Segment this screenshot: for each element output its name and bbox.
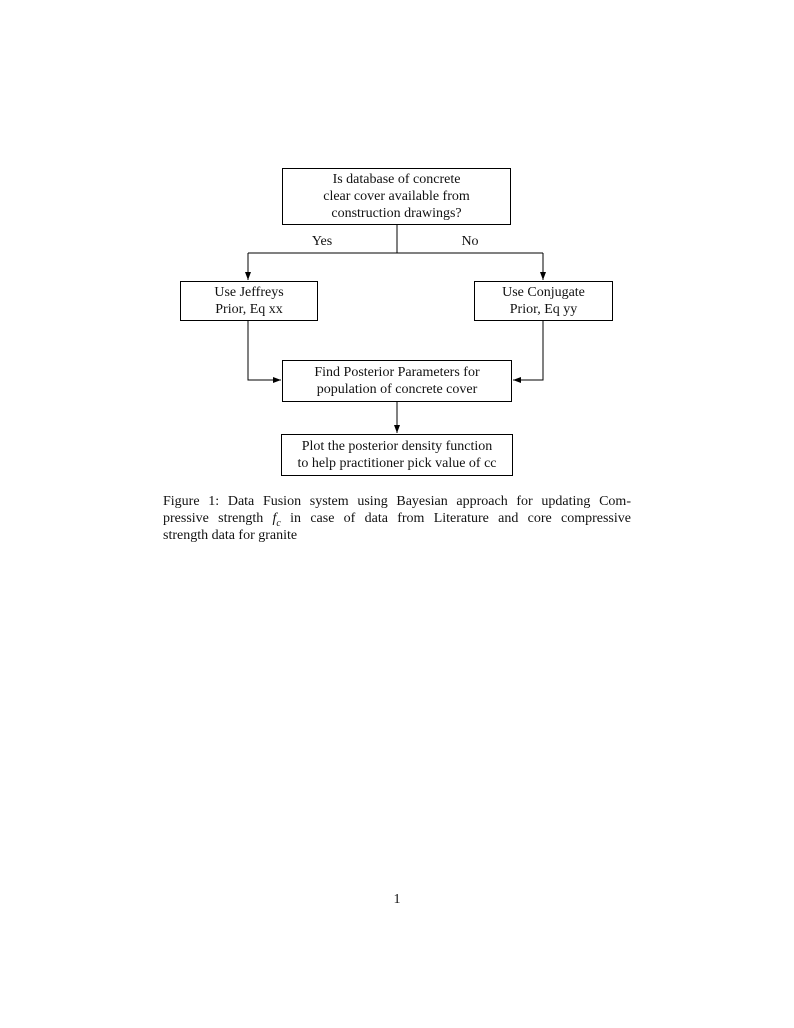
node-plot-line-2: to help practitioner pick value of cc <box>297 456 497 471</box>
edge-jeffreys-posterior <box>247 321 281 383</box>
node-posterior-line-1: Find Posterior Parameters for <box>314 365 480 380</box>
node-question-line-3: construction drawings? <box>331 206 462 221</box>
figure-caption: Figure 1: Data Fusion system using Bayes… <box>163 493 631 544</box>
caption-line-2: pressive strength fc in case of data fro… <box>163 510 631 529</box>
node-conjugate-line-1: Use Conjugate <box>502 285 585 300</box>
node-jeffreys-line-2: Prior, Eq xx <box>215 302 283 317</box>
page-number: 1 <box>393 892 401 907</box>
caption-line-3: strength data for granite <box>163 528 298 543</box>
flowchart-node-posterior-parameters: Find Posterior Parameters for population… <box>282 360 512 402</box>
edge-question-split <box>248 225 543 254</box>
node-conjugate-line-2: Prior, Eq yy <box>509 302 578 317</box>
caption-line-2-rest: in case of data from Literature and core… <box>280 511 631 526</box>
math-fc-symbol: f <box>272 511 277 526</box>
edge-label-no: No <box>461 234 479 249</box>
caption-line-2-text: pressive strength <box>163 511 273 526</box>
flowchart-node-jeffreys-prior: Use Jeffreys Prior, Eq xx <box>180 281 318 321</box>
flowchart-node-question: Is database of concrete clear cover avai… <box>282 168 511 225</box>
flowchart-node-conjugate-prior: Use Conjugate Prior, Eq yy <box>474 281 613 321</box>
edge-label-yes: Yes <box>311 234 333 249</box>
edge-conjugate-posterior <box>513 321 544 383</box>
math-fc-subscript: c <box>276 517 281 529</box>
flowchart-node-plot-density: Plot the posterior density function to h… <box>281 434 513 476</box>
node-question-line-1: Is database of concrete <box>332 172 461 187</box>
node-plot-line-1: Plot the posterior density function <box>301 439 493 454</box>
node-jeffreys-line-1: Use Jeffreys <box>214 285 284 300</box>
caption-line-1: Figure 1: Data Fusion system using Bayes… <box>163 494 631 509</box>
node-question-line-2: clear cover available from <box>323 189 470 204</box>
node-posterior-line-2: population of concrete cover <box>316 382 478 397</box>
